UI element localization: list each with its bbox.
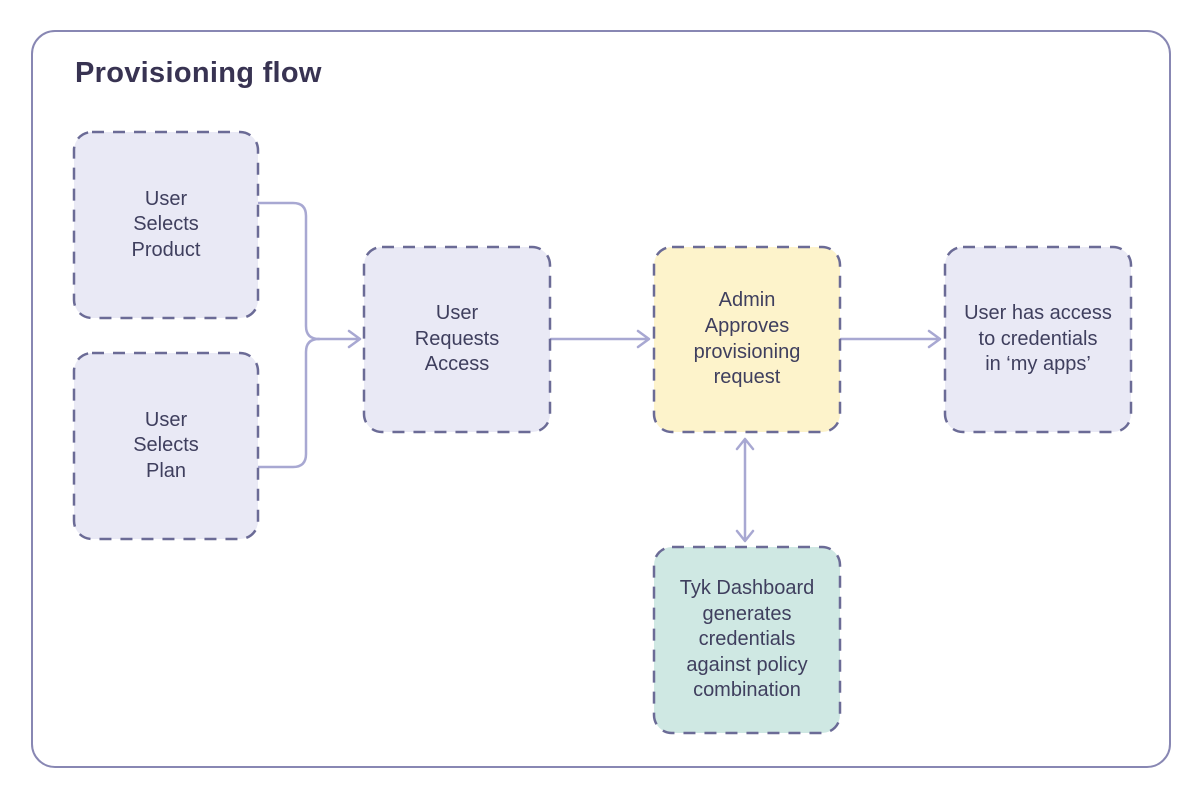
node-box-user-selects-plan — [72, 351, 260, 541]
node-box-tyk-dashboard — [652, 545, 842, 735]
connector-product-to-requests — [256, 201, 321, 341]
connector-merged-arrow — [317, 329, 362, 349]
node-box-admin-approves — [652, 245, 842, 434]
node-box-user-has-access — [943, 245, 1133, 434]
diagram-frame — [31, 30, 1171, 768]
connector-admin-tyk-bidirectional-arrow — [735, 437, 755, 543]
connector-admin-to-access-arrow — [839, 329, 942, 349]
connector-requests-to-admin-arrow — [549, 329, 651, 349]
connector-plan-to-requests — [256, 337, 321, 469]
node-box-user-requests-access — [362, 245, 552, 434]
diagram-title: Provisioning flow — [75, 57, 322, 89]
node-box-user-selects-product — [72, 130, 260, 320]
